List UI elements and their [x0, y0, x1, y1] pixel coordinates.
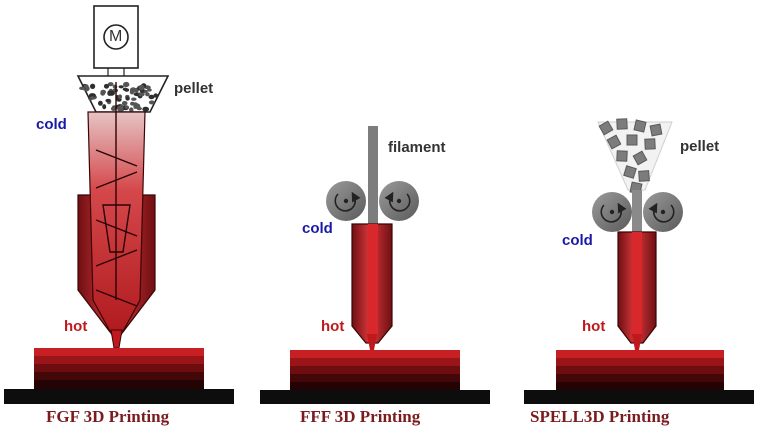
motor-icon	[103, 24, 129, 50]
spell-hot-label: hot	[582, 318, 606, 335]
pellet	[623, 165, 637, 179]
fgf-system	[4, 5, 234, 404]
pellet	[90, 83, 96, 90]
pellet	[142, 106, 149, 112]
motor-symbol: M	[109, 28, 123, 45]
fff-caption: FFF 3D Printing	[300, 407, 421, 426]
rotation-arrow-icon	[600, 202, 627, 223]
pellet	[105, 98, 111, 103]
pellet	[598, 120, 614, 136]
pellet	[633, 119, 647, 133]
spell-melt-channel	[632, 232, 642, 334]
pellet	[98, 100, 103, 106]
fgf-cold-label: cold	[36, 116, 67, 133]
fgf-screw	[95, 82, 138, 307]
pellet	[100, 89, 106, 95]
pellet	[147, 88, 152, 92]
pellet	[123, 81, 130, 88]
motor	[93, 5, 139, 82]
pellet	[138, 84, 145, 91]
fff-filament	[368, 126, 378, 226]
fff-melt-channel	[368, 224, 378, 334]
fff-hot-label: hot	[321, 318, 345, 335]
spell-caption: SPELL3D Printing	[530, 407, 670, 426]
pellet	[148, 100, 155, 105]
pellet	[107, 82, 114, 87]
fgf-nozzle-tip	[110, 329, 123, 349]
pellet	[102, 104, 107, 110]
fff-rollers	[326, 181, 419, 221]
pellet	[606, 134, 622, 150]
pellet	[103, 83, 110, 89]
pellet	[117, 105, 124, 111]
fgf-pellet-label: pellet	[174, 80, 214, 97]
pellet	[616, 150, 628, 162]
pellet	[125, 96, 130, 101]
pellet	[79, 86, 85, 91]
rotation-arrow-icon	[648, 202, 675, 223]
spell-feed-channel	[632, 190, 642, 232]
fgf-printed-layers	[34, 348, 204, 389]
pellet	[148, 94, 155, 100]
pellet	[145, 92, 150, 97]
rotation-arrow-icon	[384, 191, 411, 212]
pellet	[153, 93, 159, 98]
pellet	[632, 150, 648, 166]
pellet	[118, 85, 124, 89]
pellet	[638, 170, 650, 182]
spell-build-plate	[524, 390, 754, 404]
pellet	[616, 118, 628, 130]
spell-nozzle-tip	[632, 334, 642, 350]
pellet	[122, 87, 128, 91]
fff-system	[260, 126, 490, 404]
pellet	[129, 89, 134, 95]
pellet	[131, 97, 137, 101]
pellet	[644, 138, 656, 150]
pellet	[124, 105, 129, 109]
spell-pellet-label: pellet	[680, 138, 720, 155]
pellet	[108, 90, 115, 96]
pellet	[626, 134, 638, 146]
rotation-arrow-icon	[334, 191, 361, 212]
pellet	[89, 96, 96, 100]
fff-filament-label: filament	[388, 139, 446, 156]
pellet	[118, 94, 123, 99]
fff-nozzle-tip	[367, 334, 377, 350]
fff-printed-layers	[290, 350, 460, 390]
fff-cold-label: cold	[302, 220, 333, 237]
fgf-caption: FGF 3D Printing	[46, 407, 170, 426]
pellet	[134, 103, 141, 109]
pellet	[84, 84, 89, 89]
fff-build-plate	[260, 390, 490, 404]
spell-printed-layers	[556, 350, 724, 390]
spell-cold-label: cold	[562, 232, 593, 249]
pellet	[649, 123, 663, 137]
spell-system	[524, 118, 754, 404]
fgf-hot-label: hot	[64, 318, 88, 335]
pellet	[121, 101, 128, 106]
pellet	[138, 92, 145, 97]
fgf-build-plate	[4, 389, 234, 404]
spell-rollers	[592, 192, 683, 232]
pellet	[129, 107, 134, 113]
